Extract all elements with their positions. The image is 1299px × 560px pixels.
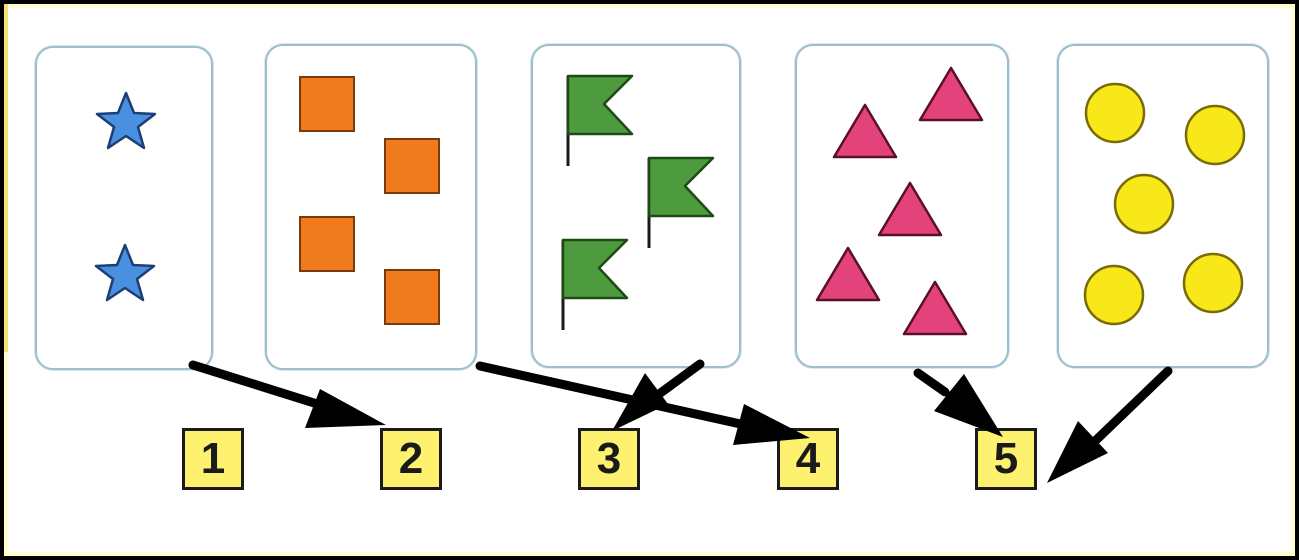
arrow-squares-to-4: [475, 361, 810, 445]
card-flags[interactable]: [531, 44, 741, 368]
arrow-circles-to-5: [1047, 366, 1173, 483]
number-box-1[interactable]: 1: [182, 428, 244, 490]
arrow-flags-to-3: [612, 359, 705, 431]
number-box-5[interactable]: 5: [975, 428, 1037, 490]
number-box-2[interactable]: 2: [380, 428, 442, 490]
arrow-triangles-to-5: [913, 368, 1003, 437]
number-box-3[interactable]: 3: [578, 428, 640, 490]
left-margin-stripe: [0, 0, 8, 352]
arrow-stars-to-2: [188, 360, 386, 428]
